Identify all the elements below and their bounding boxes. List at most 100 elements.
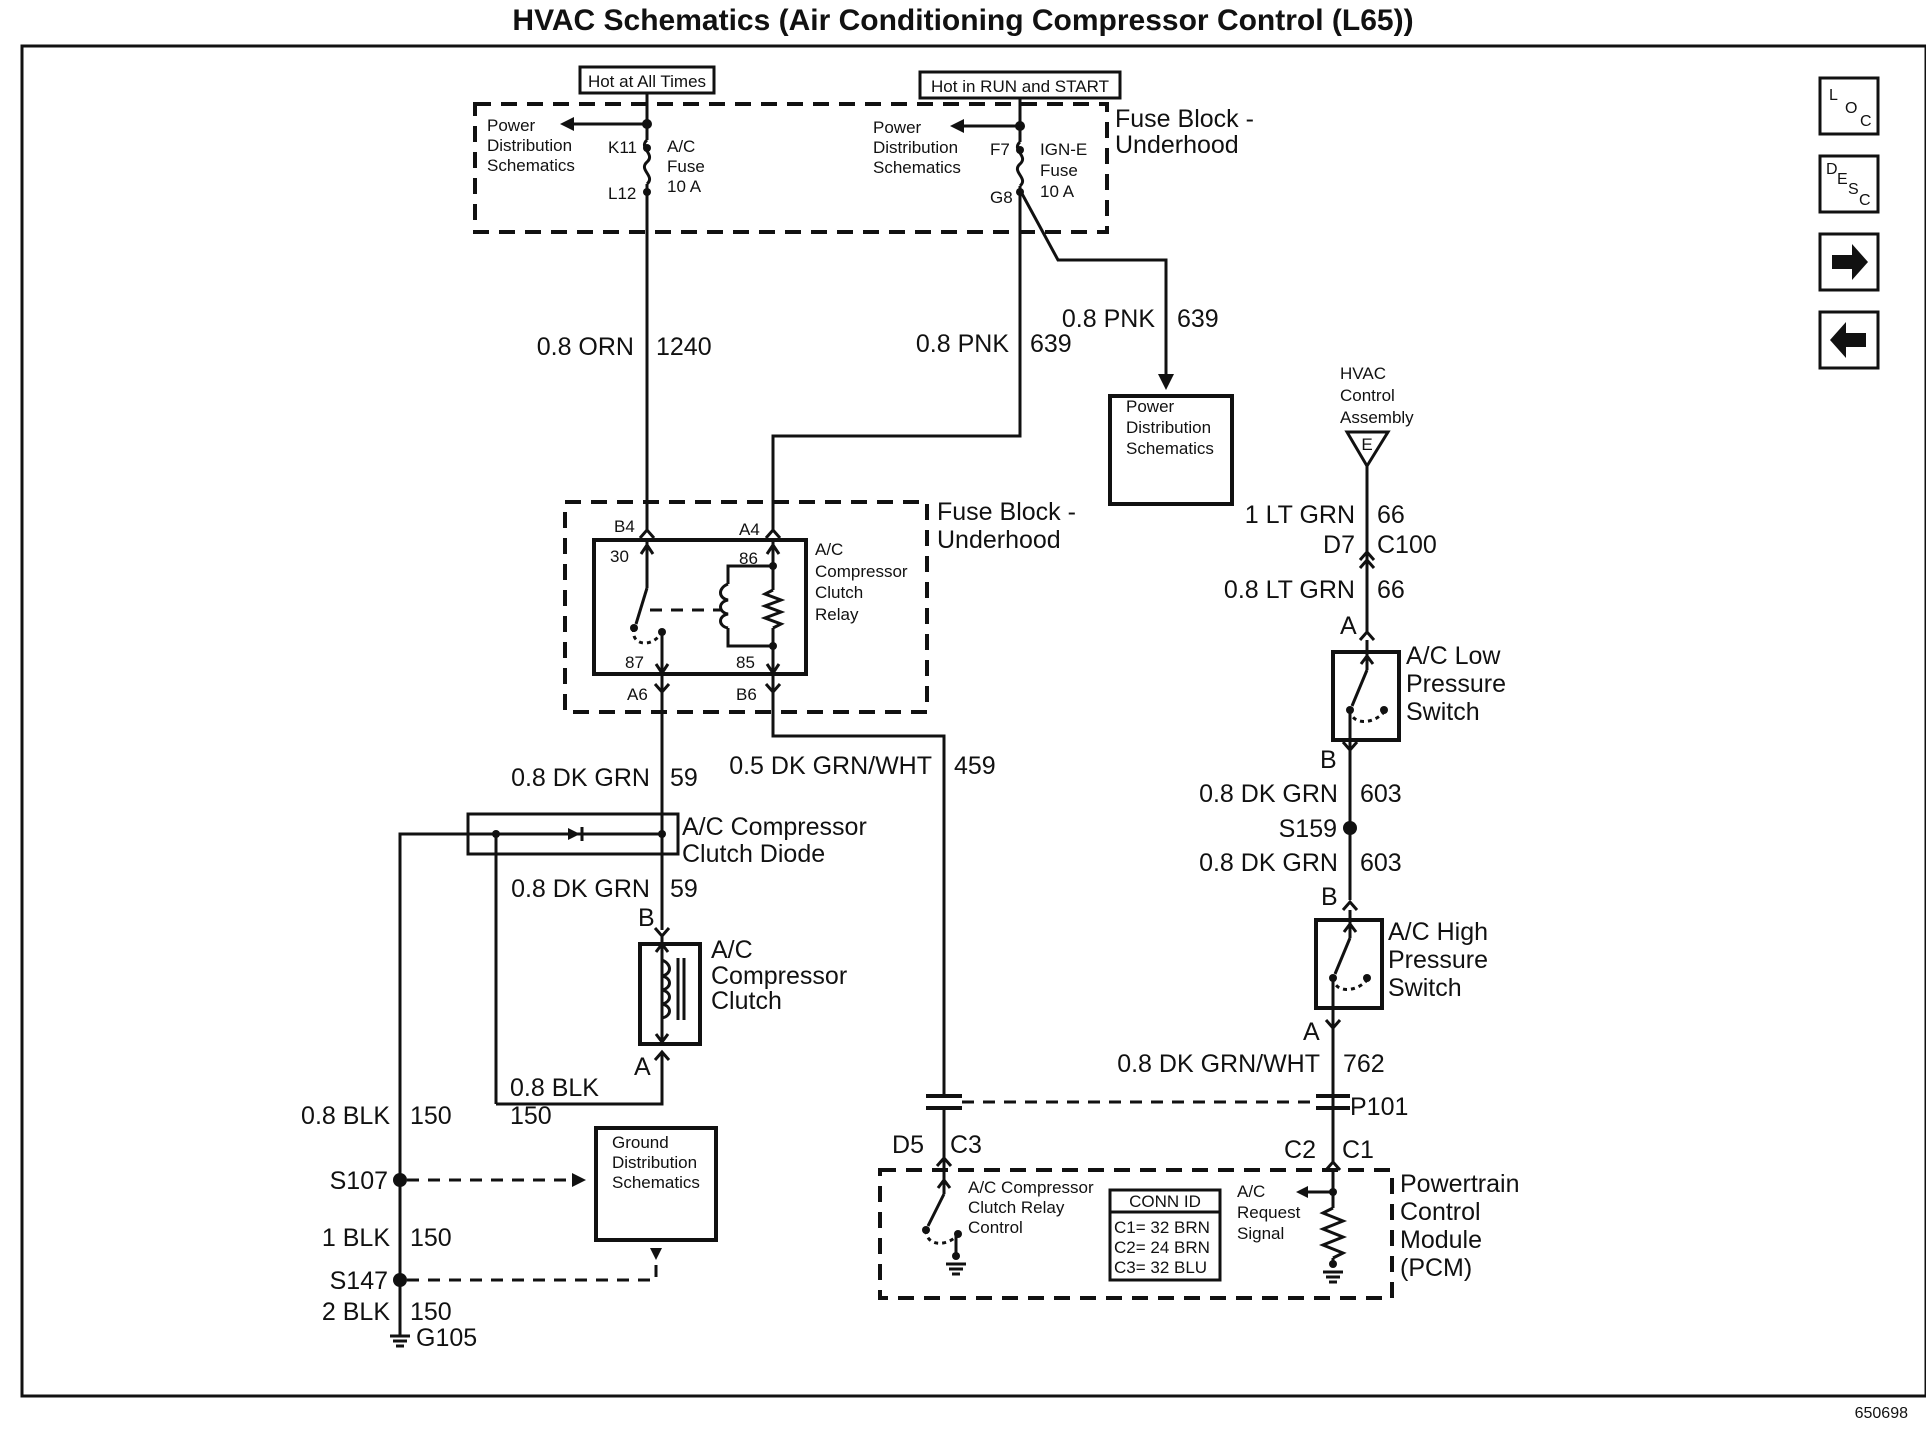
splice-s147 (393, 1273, 407, 1287)
svg-text:A/C: A/C (711, 936, 753, 964)
svg-text:B: B (638, 904, 655, 932)
ac-fuse: K11 L12 A/C Fuse 10 A (608, 124, 705, 203)
svg-text:Control: Control (1340, 386, 1395, 405)
svg-text:Power: Power (487, 116, 536, 135)
svg-text:Switch: Switch (1406, 698, 1480, 726)
svg-text:P101: P101 (1350, 1093, 1408, 1121)
svg-text:66: 66 (1377, 576, 1405, 604)
svg-text:85: 85 (736, 653, 755, 672)
svg-text:Clutch: Clutch (815, 583, 863, 602)
svg-text:D5: D5 (892, 1131, 924, 1159)
svg-text:Fuse: Fuse (667, 157, 705, 176)
svg-text:66: 66 (1377, 501, 1405, 529)
svg-text:10 A: 10 A (667, 177, 702, 196)
svg-text:IGN-E: IGN-E (1040, 140, 1087, 159)
svg-text:Distribution: Distribution (1126, 418, 1211, 437)
svg-text:2 BLK: 2 BLK (322, 1298, 390, 1326)
hvac-control-assembly: HVAC Control Assembly E (1340, 364, 1414, 469)
svg-text:0.8 DK GRN: 0.8 DK GRN (1199, 780, 1338, 808)
ign-e-fuse: F7 G8 IGN-E Fuse 10 A (990, 110, 1087, 207)
svg-text:Pressure: Pressure (1388, 946, 1488, 974)
splice-s107 (393, 1173, 407, 1187)
svg-text:S107: S107 (330, 1167, 388, 1195)
ac-compressor-clutch-diode: A/C Compressor Clutch Diode (398, 812, 867, 1180)
svg-text:Relay: Relay (815, 605, 859, 624)
power-source-hot-run-start: Hot in RUN and START (918, 70, 1122, 100)
wire-639-relay (771, 198, 1022, 530)
splice-s159 (1343, 821, 1357, 835)
svg-text:639: 639 (1177, 305, 1219, 333)
svg-text:762: 762 (1343, 1050, 1385, 1078)
prev-arrow-button[interactable] (1818, 310, 1880, 370)
svg-text:150: 150 (410, 1102, 452, 1130)
fuse-block-underhood-top (473, 102, 1109, 234)
ground-distribution-schematics: Ground Distribution Schematics (594, 1126, 718, 1242)
svg-text:Assembly: Assembly (1340, 408, 1414, 427)
svg-text:0.5 DK GRN/WHT: 0.5 DK GRN/WHT (729, 752, 932, 780)
svg-text:0.8 PNK: 0.8 PNK (916, 330, 1009, 358)
svg-text:0.8 BLK: 0.8 BLK (301, 1102, 390, 1130)
svg-text:CONN ID: CONN ID (1129, 1192, 1201, 1211)
svg-text:639: 639 (1030, 330, 1072, 358)
svg-text:C2= 24 BRN: C2= 24 BRN (1114, 1238, 1210, 1257)
svg-text:Schematics: Schematics (1126, 439, 1214, 458)
connector-p101 (926, 1094, 1350, 1110)
svg-text:1 BLK: 1 BLK (322, 1224, 390, 1252)
svg-text:C: C (1860, 113, 1872, 130)
loc-button[interactable]: L O C (1818, 76, 1880, 136)
svg-text:A/C: A/C (1237, 1182, 1265, 1201)
svg-text:459: 459 (954, 752, 996, 780)
fuse-block-relay-label: Fuse Block - (937, 498, 1076, 526)
ac-high-pressure-switch: A/C High Pressure Switch (1314, 910, 1488, 1010)
svg-text:10 A: 10 A (1040, 182, 1075, 201)
svg-text:0.8 BLK: 0.8 BLK (510, 1074, 599, 1102)
svg-text:A: A (1303, 1018, 1320, 1046)
svg-text:G105: G105 (416, 1324, 477, 1352)
svg-text:150: 150 (410, 1224, 452, 1252)
ground-g105-icon (390, 1334, 410, 1348)
svg-text:E: E (1837, 171, 1848, 188)
svg-text:Control: Control (968, 1218, 1023, 1237)
svg-text:C1= 32 BRN: C1= 32 BRN (1114, 1218, 1210, 1237)
svg-text:Underhood: Underhood (1115, 131, 1239, 159)
ac-compressor-clutch: A/C Compressor Clutch (638, 936, 847, 1046)
svg-text:Pressure: Pressure (1406, 670, 1506, 698)
desc-button[interactable]: D E S C (1818, 154, 1880, 214)
svg-text:Compressor: Compressor (815, 562, 908, 581)
svg-text:150: 150 (510, 1102, 552, 1130)
svg-text:S: S (1848, 181, 1859, 198)
svg-text:L12: L12 (608, 184, 636, 203)
svg-text:Compressor: Compressor (711, 962, 847, 990)
svg-text:A/C Compressor: A/C Compressor (682, 813, 867, 841)
svg-text:Switch: Switch (1388, 974, 1462, 1002)
svg-text:O: O (1845, 100, 1857, 117)
svg-text:86: 86 (739, 549, 758, 568)
ac-low-pressure-switch: A/C Low Pressure Switch (1331, 640, 1506, 742)
svg-text:C3: C3 (950, 1131, 982, 1159)
svg-text:K11: K11 (608, 138, 637, 157)
svg-text:C1: C1 (1342, 1136, 1374, 1164)
svg-text:Request: Request (1237, 1203, 1301, 1222)
svg-text:0.8 DK GRN: 0.8 DK GRN (511, 875, 650, 903)
svg-text:Hot in RUN and START: Hot in RUN and START (931, 77, 1109, 96)
conn-id-table: CONN ID C1= 32 BRN C2= 24 BRN C3= 32 BLU (1108, 1188, 1222, 1282)
svg-text:B: B (1321, 883, 1338, 911)
svg-text:0.8 DK GRN/WHT: 0.8 DK GRN/WHT (1117, 1050, 1320, 1078)
svg-text:59: 59 (670, 875, 698, 903)
fuse-block-top-label: Fuse Block - (1115, 105, 1254, 133)
svg-text:87: 87 (625, 653, 644, 672)
svg-text:C100: C100 (1377, 531, 1437, 559)
svg-text:603: 603 (1360, 780, 1402, 808)
next-arrow-button[interactable] (1818, 232, 1880, 292)
svg-text:A/C Compressor: A/C Compressor (968, 1178, 1094, 1197)
arrow-right-icon (1832, 244, 1868, 280)
svg-text:A4: A4 (739, 520, 760, 539)
svg-text:0.8 LT GRN: 0.8 LT GRN (1224, 576, 1355, 604)
svg-text:Schematics: Schematics (873, 158, 961, 177)
svg-text:A/C: A/C (815, 540, 843, 559)
svg-text:59: 59 (670, 764, 698, 792)
svg-text:1 LT GRN: 1 LT GRN (1245, 501, 1355, 529)
power-source-hot-all-times: Hot at All Times (578, 65, 716, 95)
svg-text:B6: B6 (736, 685, 757, 704)
svg-text:Module: Module (1400, 1226, 1482, 1254)
